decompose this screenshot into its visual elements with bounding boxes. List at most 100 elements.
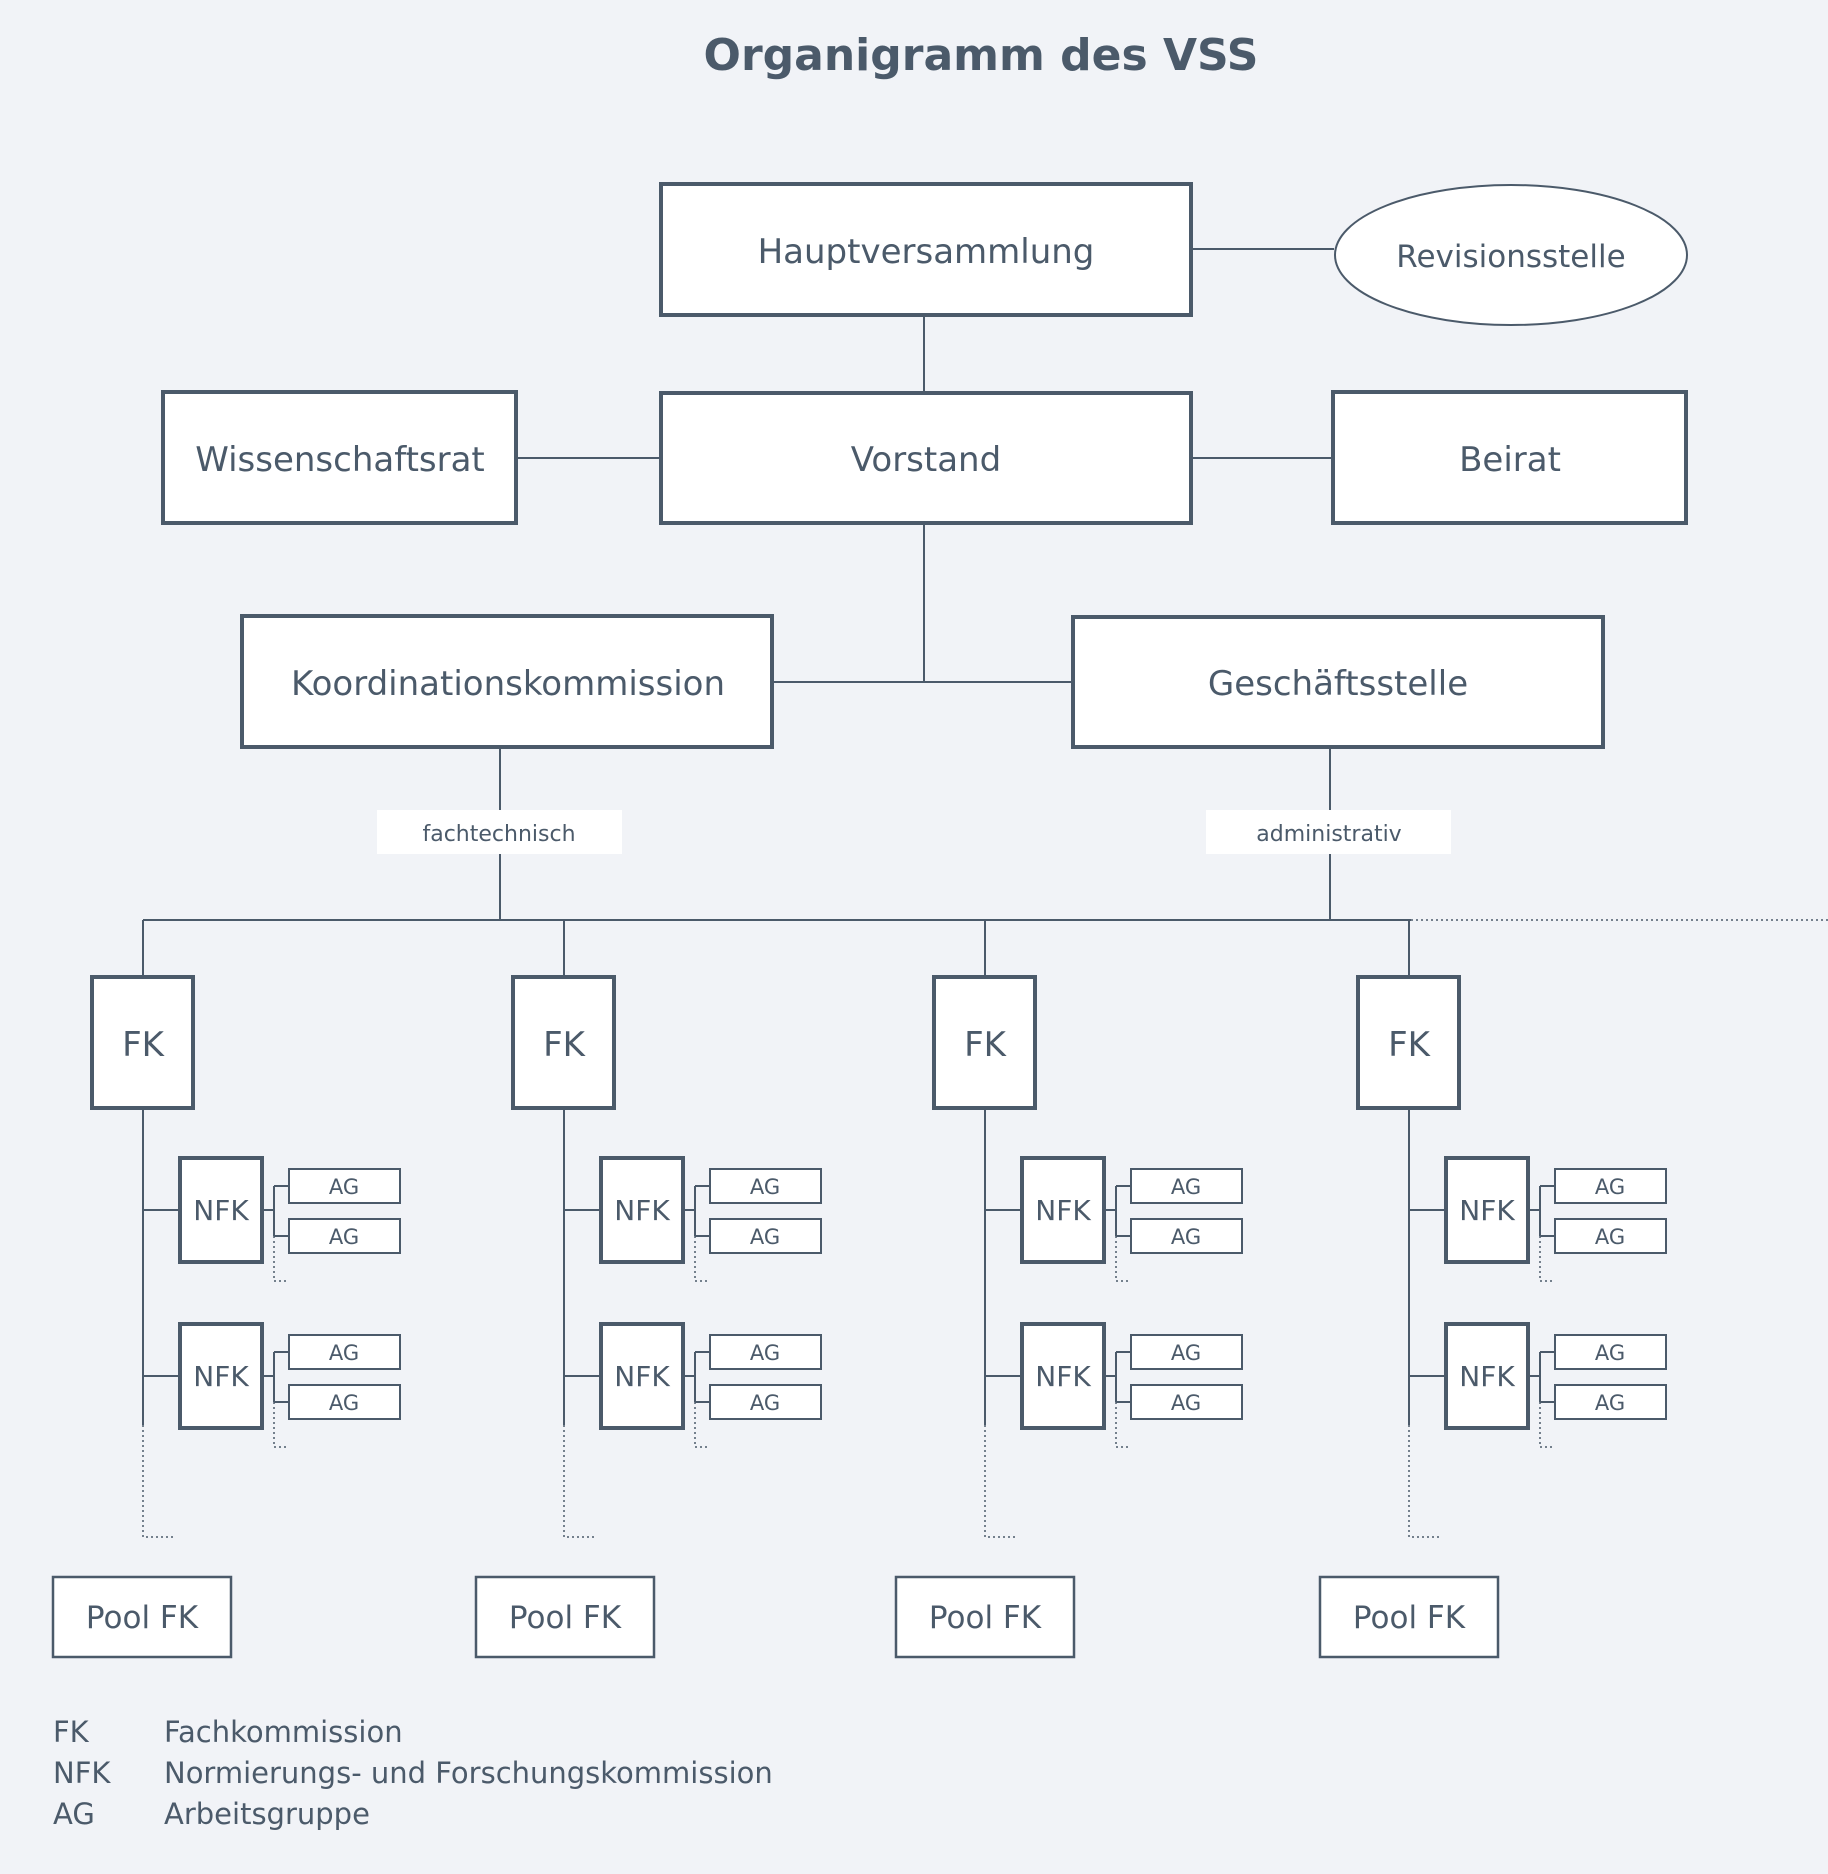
nfk-label: NFK bbox=[193, 1194, 249, 1227]
fk-box: FK bbox=[511, 975, 616, 1110]
fk-box: FK bbox=[932, 975, 1037, 1110]
ag-box: AG bbox=[1130, 1384, 1243, 1420]
beirat-label: Beirat bbox=[1459, 440, 1561, 480]
fk-box: FK bbox=[90, 975, 195, 1110]
legend-text: Normierungs- und Forschungskommission bbox=[164, 1756, 773, 1790]
fk-label: FK bbox=[122, 1025, 166, 1065]
legend-text: Fachkommission bbox=[164, 1715, 403, 1749]
ag-label: AG bbox=[329, 1391, 359, 1415]
ag-label: AG bbox=[750, 1341, 780, 1365]
fk-box: FK bbox=[1356, 975, 1461, 1110]
connector-fk-pool-dotted bbox=[142, 1425, 176, 1538]
fachtechnisch-label: fachtechnisch bbox=[422, 822, 575, 847]
pool-fk-box: Pool FK bbox=[51, 1575, 233, 1659]
connector-ag-dotted bbox=[694, 1236, 707, 1282]
ag-box: AG bbox=[288, 1384, 401, 1420]
node-vorstand: Vorstand bbox=[659, 391, 1193, 525]
diagram-title: Organigramm des VSS bbox=[704, 30, 1259, 81]
connector-ag-dotted bbox=[1539, 1402, 1552, 1448]
fk-column: FK NFK AG AG NFK AG AG Pool FK bbox=[1318, 920, 1667, 1659]
pool-fk-label: Pool FK bbox=[509, 1600, 622, 1636]
node-revisionsstelle: Revisionsstelle bbox=[1334, 184, 1688, 326]
ag-label: AG bbox=[329, 1175, 359, 1199]
fk-columns: FK NFK AG AG NFK AG AG Pool FK FK NFK AG AG NFK AG AG P… bbox=[51, 920, 1667, 1659]
ag-box: AG bbox=[288, 1334, 401, 1370]
fk-column: FK NFK AG AG NFK AG AG Pool FK bbox=[51, 920, 401, 1659]
nfk-group: NFK AG AG bbox=[985, 1156, 1243, 1282]
tag-administrativ: administrativ bbox=[1206, 810, 1451, 854]
legend-entry: FK Fachkommission bbox=[53, 1715, 403, 1749]
node-beirat: Beirat bbox=[1331, 390, 1688, 525]
connector-fk-pool-dotted bbox=[984, 1425, 1018, 1538]
ag-box: AG bbox=[709, 1384, 822, 1420]
nfk-label: NFK bbox=[1459, 1194, 1515, 1227]
nfk-group: NFK AG AG bbox=[564, 1156, 822, 1282]
ag-label: AG bbox=[1595, 1391, 1625, 1415]
ag-label: AG bbox=[329, 1225, 359, 1249]
ag-box: AG bbox=[1130, 1218, 1243, 1254]
nfk-group: NFK AG AG bbox=[1409, 1322, 1667, 1448]
ag-label: AG bbox=[1171, 1341, 1201, 1365]
ag-box: AG bbox=[709, 1168, 822, 1204]
pool-fk-label: Pool FK bbox=[86, 1600, 199, 1636]
ag-box: AG bbox=[1554, 1384, 1667, 1420]
nfk-label: NFK bbox=[1035, 1194, 1091, 1227]
ag-box: AG bbox=[288, 1218, 401, 1254]
koordinationskommission-label: Koordinationskommission bbox=[291, 664, 725, 704]
ag-box: AG bbox=[709, 1334, 822, 1370]
ag-box: AG bbox=[288, 1168, 401, 1204]
nfk-group: NFK AG AG bbox=[564, 1322, 822, 1448]
ag-box: AG bbox=[1554, 1218, 1667, 1254]
nfk-label: NFK bbox=[1035, 1360, 1091, 1393]
nfk-label: NFK bbox=[1459, 1360, 1515, 1393]
connector-fk-pool-dotted bbox=[563, 1425, 597, 1538]
vorstand-label: Vorstand bbox=[851, 440, 1001, 480]
node-koordinationskommission: Koordinationskommission bbox=[240, 614, 774, 749]
pool-fk-box: Pool FK bbox=[1318, 1575, 1500, 1659]
ag-box: AG bbox=[1554, 1334, 1667, 1370]
ag-label: AG bbox=[1595, 1341, 1625, 1365]
pool-fk-box: Pool FK bbox=[474, 1575, 656, 1659]
connector-ag-dotted bbox=[1115, 1236, 1128, 1282]
ag-label: AG bbox=[750, 1391, 780, 1415]
top-connectors bbox=[143, 248, 1828, 921]
ag-label: AG bbox=[1171, 1225, 1201, 1249]
geschaeftsstelle-label: Geschäftsstelle bbox=[1208, 664, 1468, 704]
legend-text: Arbeitsgruppe bbox=[164, 1797, 370, 1831]
ag-label: AG bbox=[1171, 1175, 1201, 1199]
tag-fachtechnisch: fachtechnisch bbox=[377, 810, 622, 854]
ag-label: AG bbox=[750, 1175, 780, 1199]
node-geschaeftsstelle: Geschäftsstelle bbox=[1071, 615, 1605, 749]
connector-ag-dotted bbox=[273, 1236, 286, 1282]
pool-fk-label: Pool FK bbox=[1353, 1600, 1466, 1636]
ag-box: AG bbox=[1130, 1168, 1243, 1204]
nfk-group: NFK AG AG bbox=[143, 1322, 401, 1448]
legend-entry: AG Arbeitsgruppe bbox=[53, 1797, 370, 1831]
fk-label: FK bbox=[964, 1025, 1008, 1065]
ag-box: AG bbox=[709, 1218, 822, 1254]
nfk-group: NFK AG AG bbox=[1409, 1156, 1667, 1282]
ag-label: AG bbox=[329, 1341, 359, 1365]
nfk-group: NFK AG AG bbox=[143, 1156, 401, 1282]
revisionsstelle-label: Revisionsstelle bbox=[1396, 239, 1625, 275]
connector-ag-dotted bbox=[1115, 1402, 1128, 1448]
ag-box: AG bbox=[1130, 1334, 1243, 1370]
nfk-label: NFK bbox=[614, 1194, 670, 1227]
nfk-label: NFK bbox=[614, 1360, 670, 1393]
ag-label: AG bbox=[1595, 1225, 1625, 1249]
connector-ag-dotted bbox=[273, 1402, 286, 1448]
fk-label: FK bbox=[1388, 1025, 1432, 1065]
legend-abbr: FK bbox=[53, 1715, 90, 1749]
fk-column: FK NFK AG AG NFK AG AG Pool FK bbox=[474, 920, 822, 1659]
node-hauptversammlung: Hauptversammlung bbox=[659, 182, 1193, 317]
nfk-group: NFK AG AG bbox=[985, 1322, 1243, 1448]
ag-label: AG bbox=[1595, 1175, 1625, 1199]
nfk-label: NFK bbox=[193, 1360, 249, 1393]
hauptversammlung-label: Hauptversammlung bbox=[758, 232, 1095, 272]
ag-box: AG bbox=[1554, 1168, 1667, 1204]
legend-abbr: AG bbox=[53, 1797, 95, 1831]
pool-fk-label: Pool FK bbox=[929, 1600, 1042, 1636]
